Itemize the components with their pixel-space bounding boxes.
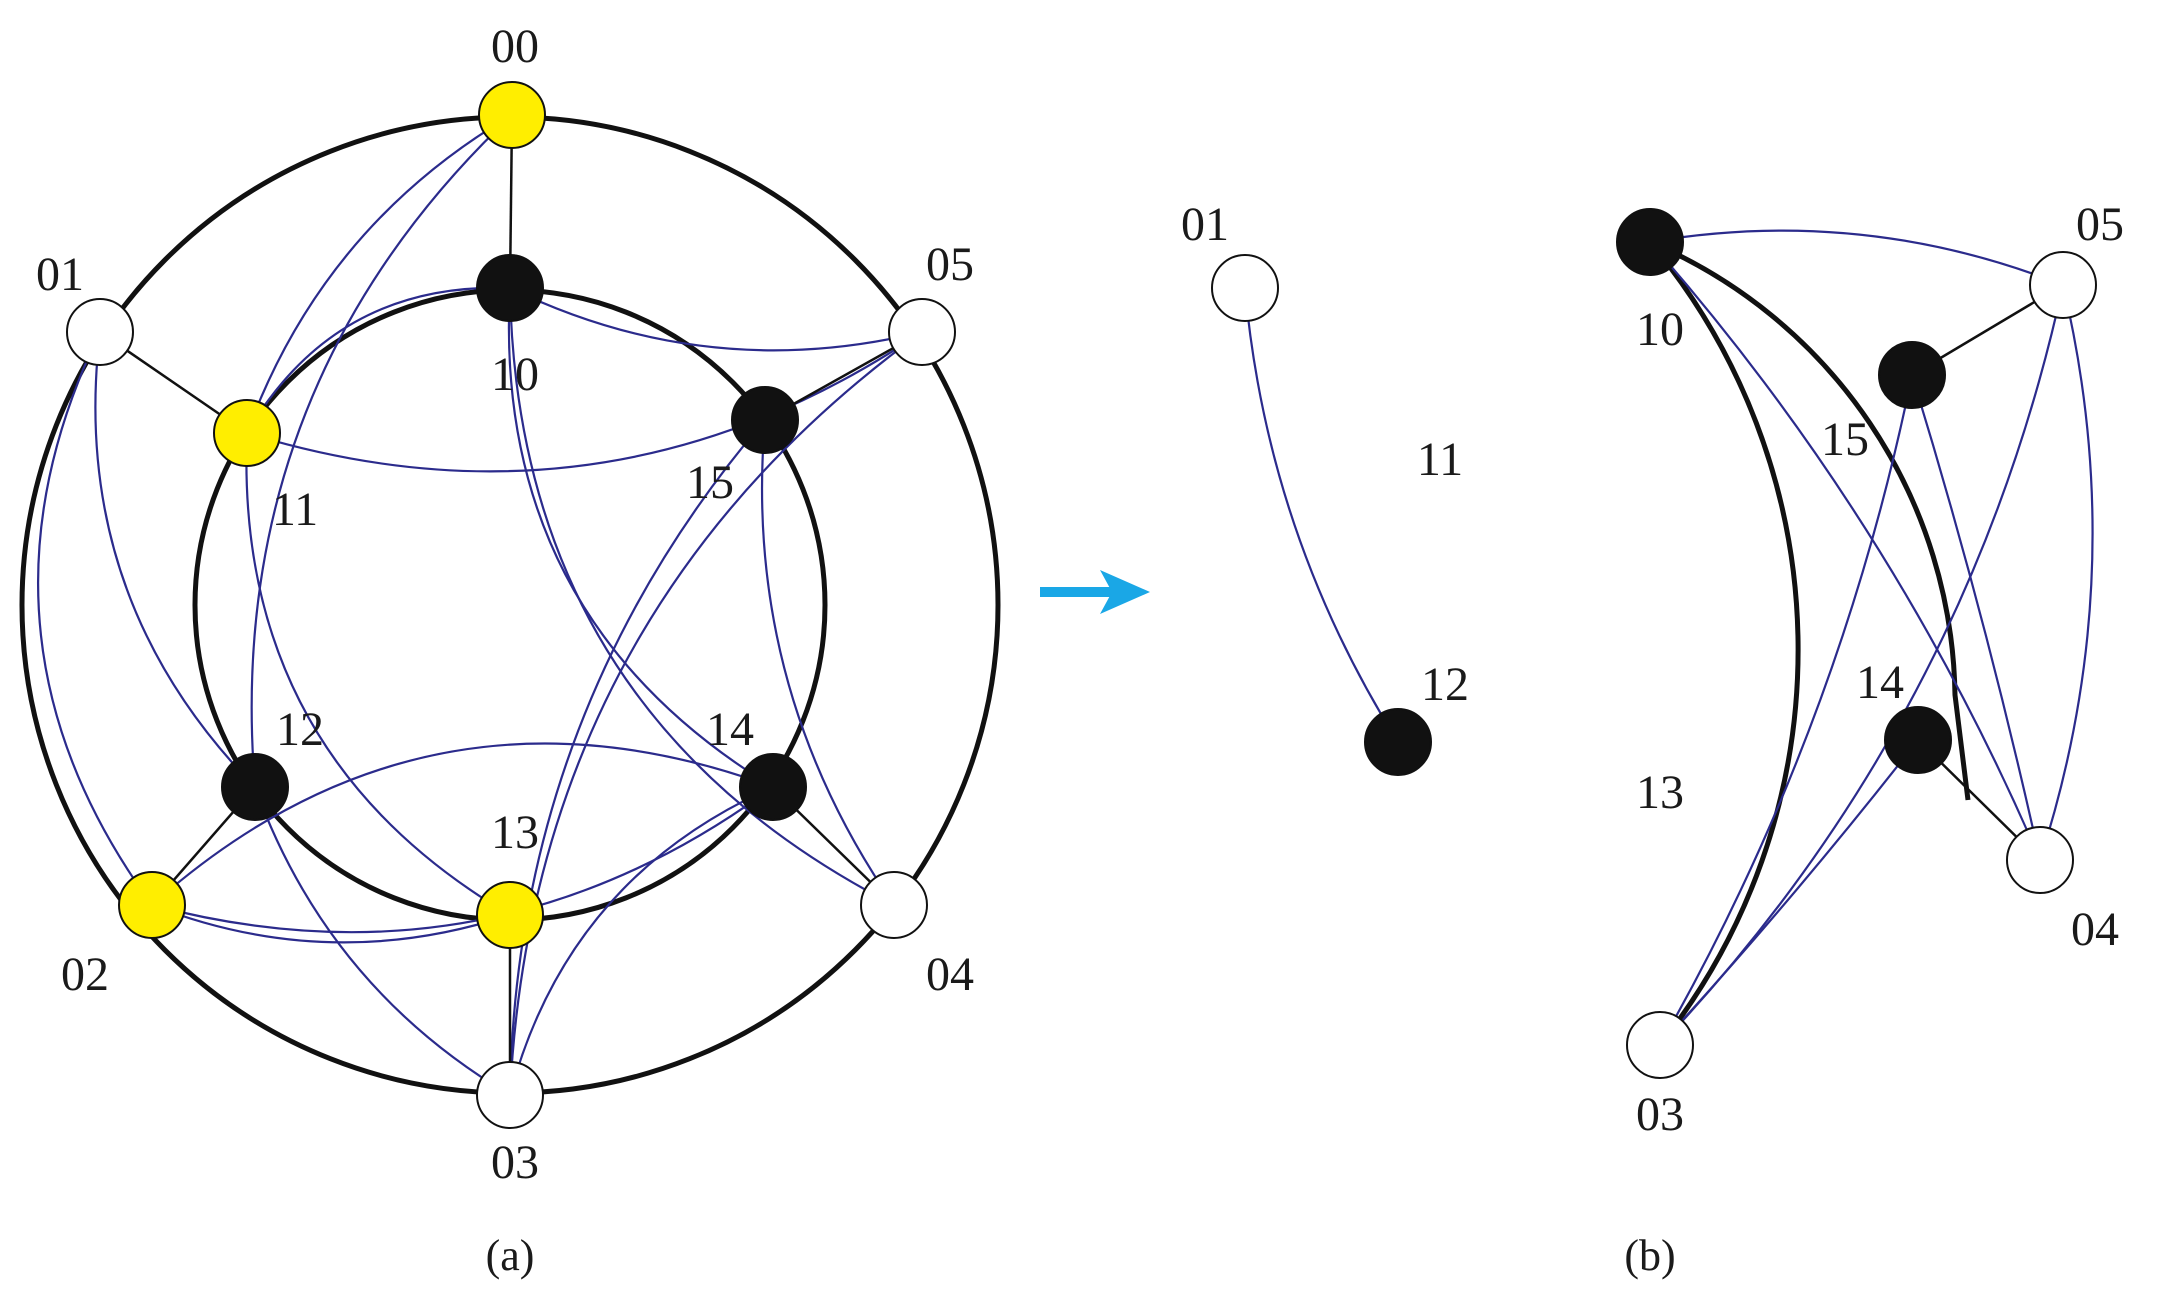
node-05 bbox=[2029, 251, 2097, 319]
edge-group bbox=[36, 114, 923, 1096]
node-group: 01 12 bbox=[1181, 198, 1469, 776]
node-13 bbox=[476, 881, 544, 949]
edge-15-03 bbox=[1659, 374, 1914, 1046]
panel-a: 00 01 02 03 04 05 10 11 12 13 14 15 (a) bbox=[19, 20, 1001, 1280]
node-15 bbox=[731, 386, 799, 454]
node-group: 00 01 02 03 04 05 10 11 12 13 14 15 bbox=[36, 20, 974, 1189]
node-label-10: 10 bbox=[491, 348, 539, 401]
node-15 bbox=[1878, 341, 1946, 409]
node-10 bbox=[1616, 208, 1684, 276]
node-03 bbox=[476, 1061, 544, 1129]
right-arrow-icon bbox=[1040, 570, 1150, 614]
edge-group bbox=[1649, 229, 2094, 1046]
panel-b-right: 10 05 15 14 04 03 13 (b) bbox=[1616, 198, 2124, 1280]
node-label-03: 03 bbox=[491, 1136, 539, 1189]
node-01 bbox=[1211, 254, 1279, 322]
node-02 bbox=[118, 871, 186, 939]
node-04 bbox=[860, 871, 928, 939]
node-12 bbox=[1364, 708, 1432, 776]
node-14 bbox=[739, 753, 807, 821]
edge-01-12 bbox=[1243, 287, 1399, 743]
node-label-10: 10 bbox=[1636, 303, 1684, 356]
node-label-03: 03 bbox=[1636, 1088, 1684, 1141]
node-14 bbox=[1884, 706, 1952, 774]
node-label-02: 02 bbox=[61, 948, 109, 1001]
edge-00-11 bbox=[245, 114, 513, 434]
node-01 bbox=[66, 298, 134, 366]
caption-a: (a) bbox=[486, 1231, 535, 1280]
node-10 bbox=[476, 254, 544, 322]
floating-label-11: 11 bbox=[1417, 433, 1463, 486]
node-label-15: 15 bbox=[1821, 413, 1869, 466]
edge-15-04 bbox=[760, 419, 895, 906]
node-label-11: 11 bbox=[272, 483, 318, 536]
edge-05-03 bbox=[1659, 284, 2065, 1046]
node-label-13: 13 bbox=[491, 806, 539, 859]
node-label-15: 15 bbox=[686, 456, 734, 509]
caption-b: (b) bbox=[1624, 1231, 1675, 1280]
edge-00-12 bbox=[250, 114, 513, 788]
node-00 bbox=[478, 81, 546, 149]
node-12 bbox=[221, 753, 289, 821]
node-04 bbox=[2006, 826, 2074, 894]
edge-11-05 bbox=[246, 331, 923, 473]
node-label-14: 14 bbox=[1856, 656, 1904, 709]
node-label-05: 05 bbox=[926, 238, 974, 291]
edge-15-03 bbox=[508, 419, 766, 1096]
edge-12-03 bbox=[253, 786, 511, 1096]
outer-arc bbox=[1648, 240, 1801, 1047]
node-label-12: 12 bbox=[276, 703, 324, 756]
node-label-01: 01 bbox=[36, 248, 84, 301]
node-group: 10 05 15 14 04 03 bbox=[1616, 198, 2124, 1141]
edge-15-04 bbox=[1910, 374, 2042, 861]
node-label-04: 04 bbox=[2071, 903, 2119, 956]
node-label-00: 00 bbox=[491, 20, 539, 73]
node-11 bbox=[213, 399, 281, 467]
edge-01-02 bbox=[36, 331, 153, 906]
edge-10-04 bbox=[508, 287, 895, 906]
edge-14-02 bbox=[151, 742, 774, 906]
node-label-05: 05 bbox=[2076, 198, 2124, 251]
edge-10-05 bbox=[509, 287, 923, 352]
edge-02-13 bbox=[151, 903, 511, 944]
edge-05-04 bbox=[2038, 284, 2094, 861]
node-label-04: 04 bbox=[926, 948, 974, 1001]
node-label-14: 14 bbox=[706, 703, 754, 756]
edge-14-03 bbox=[508, 785, 774, 1096]
node-05 bbox=[888, 298, 956, 366]
edge-10-11 bbox=[246, 286, 511, 434]
edge-group bbox=[1243, 287, 1399, 743]
panel-b-left: 01 12 11 bbox=[1181, 198, 1469, 776]
edge-10-05 bbox=[1649, 229, 2064, 287]
edge-11-13 bbox=[245, 432, 511, 916]
node-03 bbox=[1626, 1011, 1694, 1079]
floating-label-13: 13 bbox=[1636, 766, 1684, 819]
node-label-12: 12 bbox=[1421, 658, 1469, 711]
edge-01-12 bbox=[94, 331, 256, 788]
node-label-01: 01 bbox=[1181, 198, 1229, 251]
edge-10-04 bbox=[1649, 241, 2042, 861]
edge-10-14 bbox=[507, 287, 774, 788]
